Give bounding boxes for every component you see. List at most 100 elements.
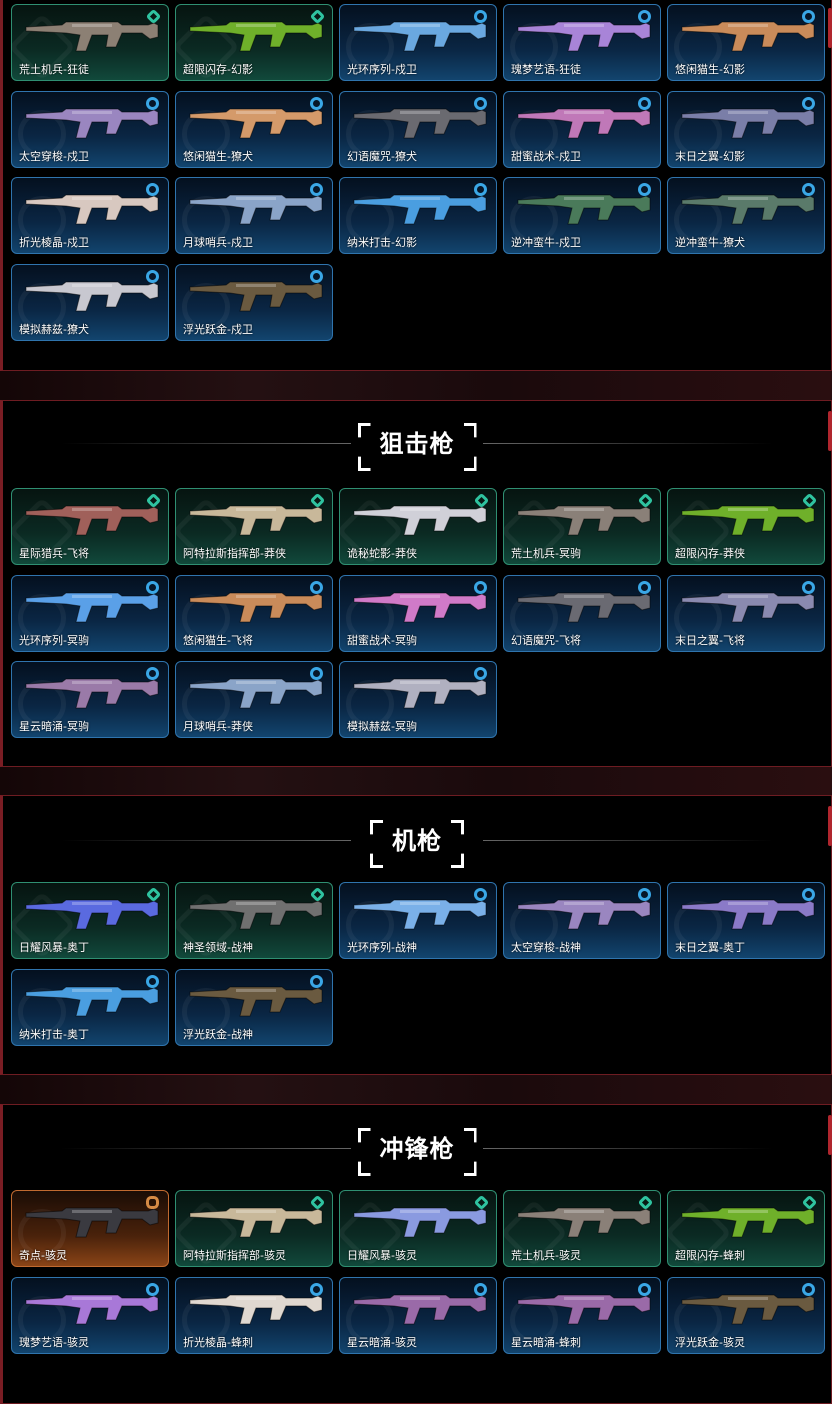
skin-name: 悠闲猫生-幻影 <box>675 63 745 76</box>
weapon-image <box>189 281 323 311</box>
weapon-skin-card[interactable]: 逆冲蛮牛-戍卫 <box>503 177 661 254</box>
divider-band <box>0 371 832 400</box>
weapon-skin-card[interactable]: 荒土机兵-狂徒 <box>11 4 169 81</box>
weapon-skin-card[interactable]: 逆冲蛮牛-獠犬 <box>667 177 825 254</box>
weapon-skin-card[interactable]: 太空穿梭-战神 <box>503 882 661 959</box>
weapon-skin-card[interactable]: 超限闪存-幻影 <box>175 4 333 81</box>
tier-emblem-watermark <box>510 23 558 71</box>
skin-name: 太空穿梭-戍卫 <box>19 149 89 163</box>
weapon-skin-card[interactable]: 诡秘蛇影-莽侠 <box>339 488 497 565</box>
weapon-skin-card[interactable]: 太空穿梭-戍卫 <box>11 90 169 168</box>
blue-tier-icon <box>146 667 159 680</box>
skin-name: 纳米打击-幻影 <box>347 236 417 249</box>
weapon-image <box>25 194 159 225</box>
skin-name: 逆冲蛮牛-戍卫 <box>511 236 581 249</box>
weapon-skin-card[interactable]: 折光棱晶-蜂刺 <box>175 1276 333 1354</box>
tier-emblem-watermark <box>346 196 394 244</box>
section-heading: 冲锋枪 <box>3 1127 831 1171</box>
weapon-skin-card[interactable]: 纳米打击-奥丁 <box>11 968 169 1046</box>
weapon-image <box>25 678 159 709</box>
tier-emblem-watermark <box>510 1295 558 1344</box>
weapon-skin-card[interactable]: 甜蜜战术-冥驹 <box>339 574 497 652</box>
weapon-image <box>189 1207 323 1238</box>
skin-name: 日耀风暴-奥丁 <box>19 941 89 954</box>
weapon-skin-card[interactable]: 阿特拉斯指挥部-骇灵 <box>175 1190 333 1267</box>
weapon-skin-card[interactable]: 光环序列-战神 <box>339 882 497 959</box>
skin-name: 超限闪存-幻影 <box>183 63 253 76</box>
blue-tier-icon <box>146 269 159 283</box>
weapon-skin-card[interactable]: 幻语魔咒-飞将 <box>503 574 661 652</box>
weapon-skin-card[interactable]: 阿特拉斯指挥部-莽侠 <box>175 488 333 565</box>
divider-band <box>0 1075 832 1104</box>
weapon-skin-card[interactable]: 光环序列-冥驹 <box>11 574 169 652</box>
weapon-skin-card[interactable]: 模拟赫兹-冥驹 <box>339 661 497 738</box>
tier-emblem-watermark <box>18 196 66 244</box>
weapon-skin-card[interactable]: 日耀风暴-奥丁 <box>11 882 169 959</box>
weapon-skin-card[interactable]: 星云暗涌-蜂刺 <box>503 1276 661 1354</box>
tier-emblem-watermark <box>182 109 230 158</box>
weapon-skin-card[interactable]: 日耀风暴-骇灵 <box>339 1190 497 1267</box>
weapon-skin-card[interactable]: 折光棱晶-戍卫 <box>11 177 169 254</box>
tier-emblem-watermark <box>182 282 230 331</box>
skin-name: 末日之翼-幻影 <box>675 149 745 163</box>
blue-tier-icon <box>146 96 159 110</box>
weapon-skin-card[interactable]: 荒土机兵-骇灵 <box>503 1190 661 1267</box>
skin-name: 星际猎兵-飞将 <box>19 547 89 560</box>
skin-name: 超限闪存-莽侠 <box>675 547 745 560</box>
weapon-image <box>353 1294 487 1324</box>
skin-name: 神圣领域-战神 <box>183 941 253 954</box>
weapon-image <box>189 194 323 225</box>
weapon-skin-card[interactable]: 末日之翼-飞将 <box>667 574 825 652</box>
weapon-skin-card[interactable]: 星际猎兵-飞将 <box>11 488 169 565</box>
skin-name: 星云暗涌-蜂刺 <box>511 1335 581 1349</box>
weapon-skin-card[interactable]: 瑰梦艺语-狂徒 <box>503 4 661 81</box>
weapon-skin-card[interactable]: 悠闲猫生-獠犬 <box>175 90 333 168</box>
card-grid: 荒土机兵-狂徒 超限闪存-幻影 光环序列-戍卫瑰梦艺语-狂徒悠闲猫生-幻影太空穿梭-… <box>11 4 825 341</box>
weapon-image <box>681 21 815 52</box>
tier-emblem-watermark <box>18 109 66 158</box>
weapon-skin-card[interactable]: 瑰梦艺语-骇灵 <box>11 1276 169 1354</box>
weapon-skin-card[interactable]: 月球哨兵-戍卫 <box>175 177 333 254</box>
weapon-skin-card[interactable]: 月球哨兵-莽侠 <box>175 661 333 738</box>
blue-tier-icon <box>638 10 651 23</box>
blue-tier-icon <box>802 183 815 196</box>
weapon-image <box>353 108 487 138</box>
blue-tier-icon <box>474 96 487 110</box>
weapon-image <box>353 899 487 930</box>
weapon-skin-card[interactable]: 荒土机兵-冥驹 <box>503 488 661 565</box>
weapon-skin-card[interactable]: 末日之翼-奥丁 <box>667 882 825 959</box>
weapon-skin-card[interactable]: 星云暗涌-冥驹 <box>11 661 169 738</box>
weapon-skin-card[interactable]: 浮光跃金-骇灵 <box>667 1276 825 1354</box>
weapon-skin-card[interactable]: 超限闪存-蜂刺 <box>667 1190 825 1267</box>
skin-name: 荒土机兵-狂徒 <box>19 63 89 76</box>
weapon-skin-card[interactable]: 甜蜜战术-戍卫 <box>503 90 661 168</box>
skin-name: 太空穿梭-战神 <box>511 941 581 954</box>
weapon-image <box>189 899 323 930</box>
weapon-skin-card[interactable]: 浮光跃金-戍卫 <box>175 263 333 341</box>
weapon-image <box>189 505 323 536</box>
section-heading: 机枪 <box>3 819 831 863</box>
blue-tier-icon <box>474 580 487 594</box>
tier-emblem-watermark <box>510 593 558 642</box>
blue-tier-icon <box>146 183 159 196</box>
weapon-skin-card[interactable]: 悠闲猫生-幻影 <box>667 4 825 81</box>
weapon-skin-card[interactable]: 纳米打击-幻影 <box>339 177 497 254</box>
weapon-skin-card[interactable]: 悠闲猫生-飞将 <box>175 574 333 652</box>
weapon-skin-card[interactable]: 星云暗涌-骇灵 <box>339 1276 497 1354</box>
weapon-skin-card[interactable]: 末日之翼-幻影 <box>667 90 825 168</box>
weapon-image <box>25 281 159 311</box>
weapon-skin-card[interactable]: 浮光跃金-战神 <box>175 968 333 1046</box>
tier-emblem-watermark <box>674 1295 722 1344</box>
weapon-image <box>353 592 487 622</box>
weapon-skin-card[interactable]: 模拟赫兹-獠犬 <box>11 263 169 341</box>
weapon-skin-card[interactable]: 超限闪存-莽侠 <box>667 488 825 565</box>
weapon-skin-card[interactable]: 奇点-骇灵 <box>11 1190 169 1267</box>
blue-tier-icon <box>474 10 487 23</box>
weapon-skin-card[interactable]: 幻语魔咒-獠犬 <box>339 90 497 168</box>
tier-emblem-watermark <box>18 282 66 331</box>
skin-name: 瑰梦艺语-骇灵 <box>19 1335 89 1349</box>
blue-tier-icon <box>146 580 159 594</box>
weapon-skin-card[interactable]: 光环序列-戍卫 <box>339 4 497 81</box>
weapon-skin-card[interactable]: 神圣领域-战神 <box>175 882 333 959</box>
tier-emblem-watermark <box>182 987 230 1036</box>
